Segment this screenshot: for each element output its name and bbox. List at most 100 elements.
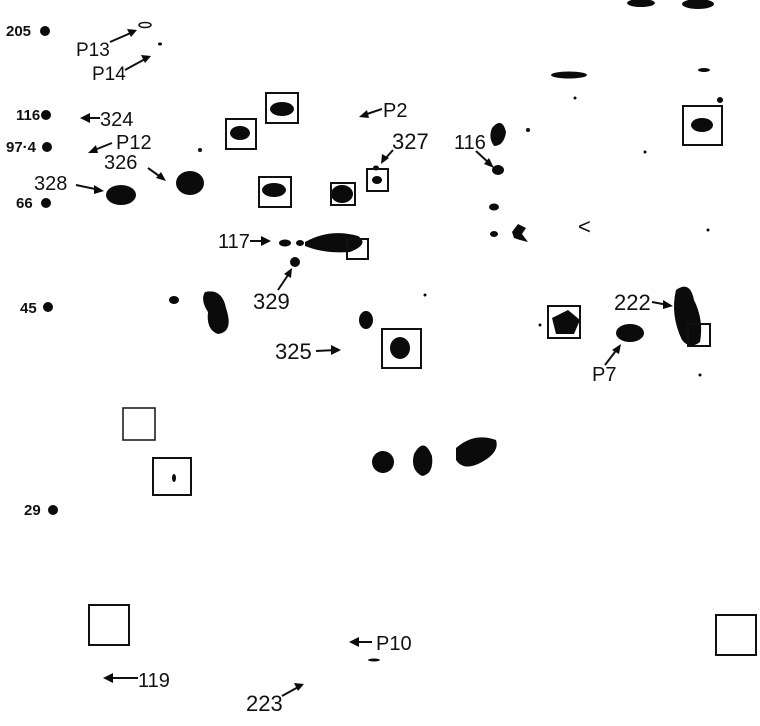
arrow-head	[284, 268, 292, 278]
mw-marker-29: 29	[24, 502, 58, 519]
arrow-head	[141, 55, 151, 63]
mw-marker-97: 97·4	[6, 139, 52, 156]
annotation-arrows	[75, 29, 673, 697]
arrow-head	[103, 673, 113, 683]
spot	[262, 183, 286, 197]
spot	[552, 310, 580, 334]
arrow-head	[349, 637, 359, 647]
spot	[413, 445, 433, 476]
spot-box	[715, 614, 757, 656]
spot	[423, 293, 427, 297]
spot	[198, 148, 202, 152]
label-223: 223	[246, 691, 283, 716]
spot	[698, 373, 702, 377]
spot	[176, 171, 204, 195]
arrow-head	[88, 145, 98, 153]
arrow	[109, 31, 134, 43]
spot-box	[88, 604, 130, 646]
label-119: 119	[138, 670, 170, 692]
arrow-head	[156, 172, 166, 181]
spot-boxes	[88, 92, 757, 656]
mw-marker-29-label: 29	[24, 502, 41, 519]
spot	[706, 228, 710, 232]
spot	[172, 474, 176, 482]
spot	[627, 0, 655, 7]
spot	[616, 324, 644, 342]
label-p14: P14	[92, 64, 126, 85]
arrow-head	[331, 345, 341, 355]
spot	[489, 203, 499, 211]
spot	[490, 122, 506, 146]
spot	[138, 21, 152, 29]
mw-marker-dot	[42, 142, 52, 152]
label-222: 222	[614, 290, 651, 315]
mw-marker-205: 205	[6, 23, 50, 40]
mw-marker-97-label: 97·4	[6, 139, 37, 156]
spot	[643, 150, 647, 154]
spot	[526, 128, 530, 132]
spot	[290, 257, 300, 267]
spot	[456, 437, 497, 467]
mw-marker-dot	[40, 26, 50, 36]
label-p12: P12	[116, 132, 152, 154]
arrow	[124, 57, 148, 71]
spot	[573, 96, 577, 100]
mw-marker-dot	[41, 198, 51, 208]
spot	[390, 337, 410, 359]
spot-box	[330, 182, 356, 206]
spot-box	[366, 168, 389, 192]
spot	[359, 311, 373, 329]
arrow-head	[381, 154, 389, 164]
spot	[492, 165, 504, 175]
spot-box	[381, 328, 422, 369]
spot	[490, 231, 498, 237]
label-325: 325	[275, 339, 312, 364]
mw-marker-dot	[48, 505, 58, 515]
spot	[698, 68, 710, 72]
arrow-head	[94, 185, 104, 194]
spot	[331, 185, 353, 203]
annotation-labels: P13 P14 324 P12 326 328 P2 327 116 117 3…	[34, 40, 651, 716]
spot-box	[687, 323, 711, 347]
spot-box	[122, 407, 156, 441]
mw-marker-45-label: 45	[20, 300, 37, 317]
mw-marker-116-label: 116	[16, 107, 40, 124]
mw-marker-205-label: 205	[6, 23, 31, 40]
label-328: 328	[34, 173, 67, 195]
arrow-head	[484, 158, 494, 168]
mw-marker-66-label: 66	[16, 195, 33, 212]
spot-box	[225, 118, 257, 150]
mw-marker-45: 45	[20, 300, 53, 317]
spot	[279, 239, 291, 247]
spot	[674, 286, 702, 346]
label-chevron: <	[578, 214, 591, 239]
spot	[270, 102, 294, 116]
mw-marker-dot	[43, 302, 53, 312]
spot	[512, 224, 528, 242]
arrow-head	[359, 110, 369, 118]
mw-marker-dot	[41, 110, 51, 120]
label-p13: P13	[76, 40, 110, 61]
spot-box	[265, 92, 299, 124]
mw-marker-116: 116	[16, 107, 51, 124]
spot	[538, 323, 542, 327]
label-326: 326	[104, 152, 137, 174]
spot	[106, 185, 136, 205]
label-117: 117	[218, 231, 250, 253]
spot	[203, 291, 229, 334]
spot	[368, 658, 380, 662]
spot	[158, 42, 162, 46]
arrow-head	[261, 236, 271, 246]
spot-box	[346, 238, 369, 260]
label-324: 324	[100, 109, 133, 131]
label-p10: P10	[376, 633, 412, 655]
spot-box	[682, 105, 723, 146]
label-p7: P7	[592, 364, 616, 386]
spot	[717, 97, 723, 103]
spot	[682, 0, 714, 9]
spot	[305, 233, 363, 253]
spot-box	[547, 305, 581, 339]
label-327: 327	[392, 129, 429, 154]
spot	[296, 240, 304, 246]
